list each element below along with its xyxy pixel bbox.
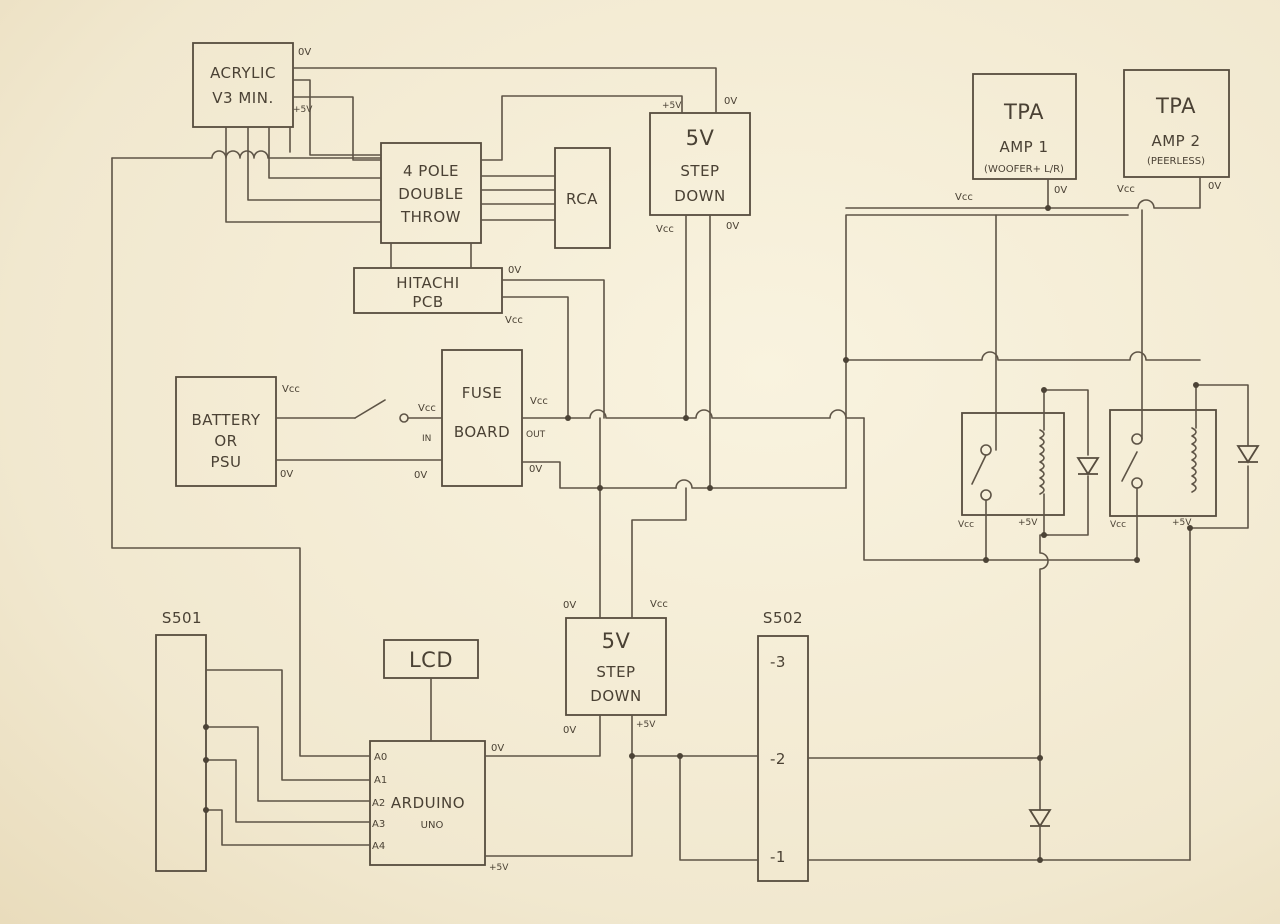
stepdown-bottom-label-3: DOWN <box>590 687 641 705</box>
arduino-0v: 0V <box>491 743 504 754</box>
dpdt-label-1: 4 POLE <box>403 162 459 180</box>
fuse-in-vcc: Vcc <box>418 403 436 414</box>
voltage-annotations: 0V +5V +5V 0V Vcc 0V 0V Vcc Vcc 0V Vcc 0… <box>280 47 1221 873</box>
rca-label: RCA <box>566 190 598 208</box>
relay2-vcc: Vcc <box>1110 520 1126 530</box>
hitachi-pcb-block: HITACHI PCB <box>353 267 503 314</box>
stepdown-bottom-vcc: Vcc <box>650 599 668 610</box>
fuse-label-1: FUSE <box>462 384 503 402</box>
stepdown-bottom-5v: +5V <box>636 720 656 730</box>
arduino-uno-block: ARDUINO UNO A0 A1 A2 A3 A4 <box>369 740 486 866</box>
stepdown-bottom-label-1: 5V <box>602 629 631 653</box>
arduino-pin-a4: A4 <box>372 841 385 852</box>
tpa1-0v: 0V <box>1054 185 1067 196</box>
lcd-block: LCD <box>383 639 479 679</box>
fuse-board-block: FUSE BOARD IN OUT <box>422 349 546 487</box>
stepdown-top-0v: 0V <box>724 96 737 107</box>
arduino-pin-a3: A3 <box>372 819 385 830</box>
wiring <box>111 67 1260 861</box>
stepdown-top-label-2: STEP <box>680 162 719 180</box>
battery-label-2: OR <box>214 432 237 450</box>
acrylic-5v: +5V <box>293 105 313 115</box>
relay-module-1 <box>961 412 1065 516</box>
tpa2-0v: 0V <box>1208 181 1221 192</box>
tpa-amp1-block: TPA AMP 1 (WOOFER+ L/R) <box>972 73 1077 180</box>
relay2-5v: +5V <box>1172 518 1192 528</box>
arduino-pin-a2: A2 <box>372 798 385 809</box>
acrylic-0v: 0V <box>298 47 311 58</box>
hitachi-label-2: PCB <box>412 293 443 311</box>
fuse-out-vcc: Vcc <box>530 396 548 407</box>
junctions <box>203 205 1199 863</box>
s502-pin-3: -3 <box>770 653 786 671</box>
fuse-out-label: OUT <box>526 430 546 440</box>
tpa2-label-1: TPA <box>1155 94 1196 118</box>
stepdown-top-block: 5V STEP DOWN <box>649 112 751 216</box>
battery-0v: 0V <box>280 469 293 480</box>
s502-pin-1: -1 <box>770 848 786 866</box>
dpdt-label-2: DOUBLE <box>398 185 463 203</box>
stepdown-top-label-3: DOWN <box>674 187 725 205</box>
fuse-in-label: IN <box>422 434 431 444</box>
battery-label-1: BATTERY <box>191 411 260 429</box>
stepdown-top-5v: +5V <box>662 101 682 111</box>
rca-block: RCA <box>554 147 611 249</box>
acrylic-label-2: V3 MIN. <box>212 89 273 107</box>
arduino-5v: +5V <box>489 863 509 873</box>
s502-label: S502 <box>763 609 803 627</box>
tpa1-label-3: (WOOFER+ L/R) <box>984 164 1064 175</box>
tpa2-label-2: AMP 2 <box>1151 132 1200 150</box>
battery-vcc: Vcc <box>282 384 300 395</box>
arduino-pin-a0: A0 <box>374 752 387 763</box>
stepdown-top-0v-out: 0V <box>726 221 739 232</box>
s501-label: S501 <box>162 609 202 627</box>
dpdt-label-3: THROW <box>400 208 461 226</box>
tpa1-vcc: Vcc <box>955 192 973 203</box>
relay-module-2 <box>1109 409 1217 517</box>
fuse-in-0v: 0V <box>414 470 427 481</box>
stepdown-top-label-1: 5V <box>686 126 715 150</box>
stepdown-bottom-block: 5V STEP DOWN <box>565 617 667 716</box>
lcd-label: LCD <box>409 648 453 672</box>
tpa2-vcc: Vcc <box>1117 184 1135 195</box>
four-pole-double-throw-block: 4 POLE DOUBLE THROW <box>380 142 482 244</box>
relay1-vcc: Vcc <box>958 520 974 530</box>
acrylic-label-1: ACRYLIC <box>210 64 276 82</box>
stepdown-top-vcc: Vcc <box>656 224 674 235</box>
stepdown-bottom-0v-in: 0V <box>563 600 576 611</box>
hitachi-label-1: HITACHI <box>396 274 459 292</box>
hitachi-0v: 0V <box>508 265 521 276</box>
tpa-amp2-block: TPA AMP 2 (PEERLESS) <box>1123 69 1230 178</box>
arduino-label-1: ARDUINO <box>391 794 465 812</box>
s502-pin-2: -2 <box>770 750 786 768</box>
fuse-label-2: BOARD <box>454 423 510 441</box>
battery-psu-block: BATTERY OR PSU <box>175 376 277 487</box>
arduino-pin-a1: A1 <box>374 775 387 786</box>
battery-label-3: PSU <box>210 453 241 471</box>
stepdown-bottom-0v-out: 0V <box>563 725 576 736</box>
s501-block: S501 <box>155 609 207 872</box>
s502-block: S502 -3 -2 -1 <box>757 609 809 882</box>
acrylic-block: ACRYLIC V3 MIN. <box>192 42 294 128</box>
stepdown-bottom-label-2: STEP <box>596 663 635 681</box>
hitachi-vcc: Vcc <box>505 315 523 326</box>
arduino-label-2: UNO <box>421 820 444 831</box>
tpa1-label-2: AMP 1 <box>999 138 1048 156</box>
fuse-out-0v: 0V <box>529 464 542 475</box>
tpa1-label-1: TPA <box>1003 100 1044 124</box>
tpa2-label-3: (PEERLESS) <box>1147 156 1205 167</box>
relay1-5v: +5V <box>1018 518 1038 528</box>
